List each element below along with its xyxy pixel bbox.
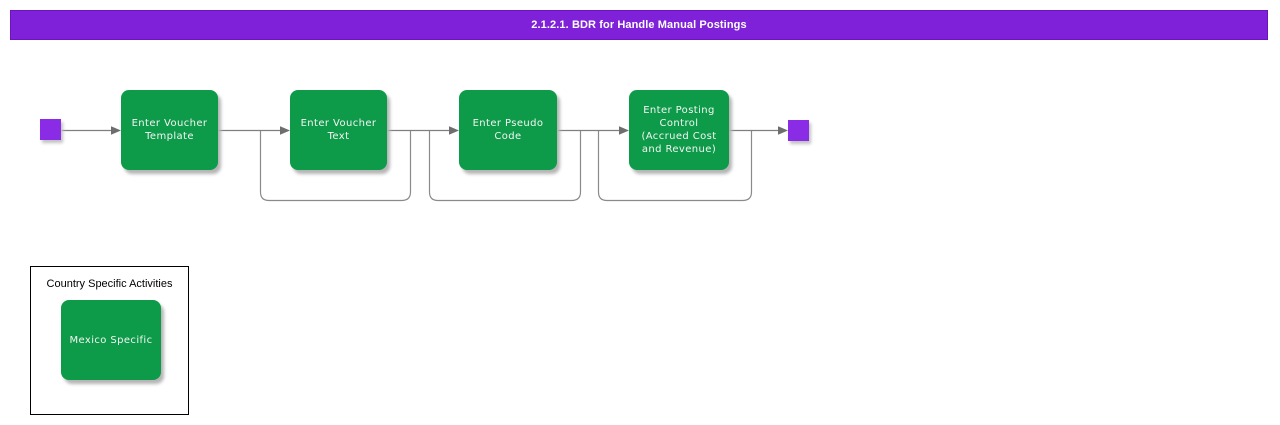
activity-enter-posting-control[interactable]: Enter Posting Control (Accrued Cost and …: [629, 90, 729, 170]
loop-path-posting-control: [597, 131, 753, 202]
activity-label: Enter Voucher Text: [300, 118, 377, 142]
arrow-into-end: [778, 126, 788, 135]
loop-path-voucher-text: [259, 131, 412, 202]
arrow-into-step3: [449, 126, 459, 135]
activity-label: Enter Posting Control (Accrued Cost and …: [641, 105, 717, 155]
activity-enter-voucher-text[interactable]: Enter Voucher Text: [290, 90, 387, 170]
activity-label: Enter Voucher Template: [131, 118, 208, 142]
activity-label: Enter Pseudo Code: [472, 118, 544, 142]
activity-mexico-specific[interactable]: Mexico Specific: [61, 300, 161, 380]
activity-label: Mexico Specific: [69, 334, 153, 346]
activity-enter-voucher-template[interactable]: Enter Voucher Template: [121, 90, 218, 170]
start-node: [40, 119, 61, 140]
activity-enter-pseudo-code[interactable]: Enter Pseudo Code: [459, 90, 557, 170]
diagram-title: 2.1.2.1. BDR for Handle Manual Postings: [531, 19, 747, 31]
arrow-into-step2: [280, 126, 290, 135]
loop-path-pseudo-code: [428, 131, 582, 202]
arrow-into-step1: [111, 126, 121, 135]
country-specific-group: Country Specific Activities Mexico Speci…: [30, 266, 189, 415]
group-title: Country Specific Activities: [46, 278, 173, 290]
title-bar: 2.1.2.1. BDR for Handle Manual Postings: [10, 10, 1268, 40]
arrow-into-step4: [619, 126, 629, 135]
end-node: [788, 120, 809, 141]
